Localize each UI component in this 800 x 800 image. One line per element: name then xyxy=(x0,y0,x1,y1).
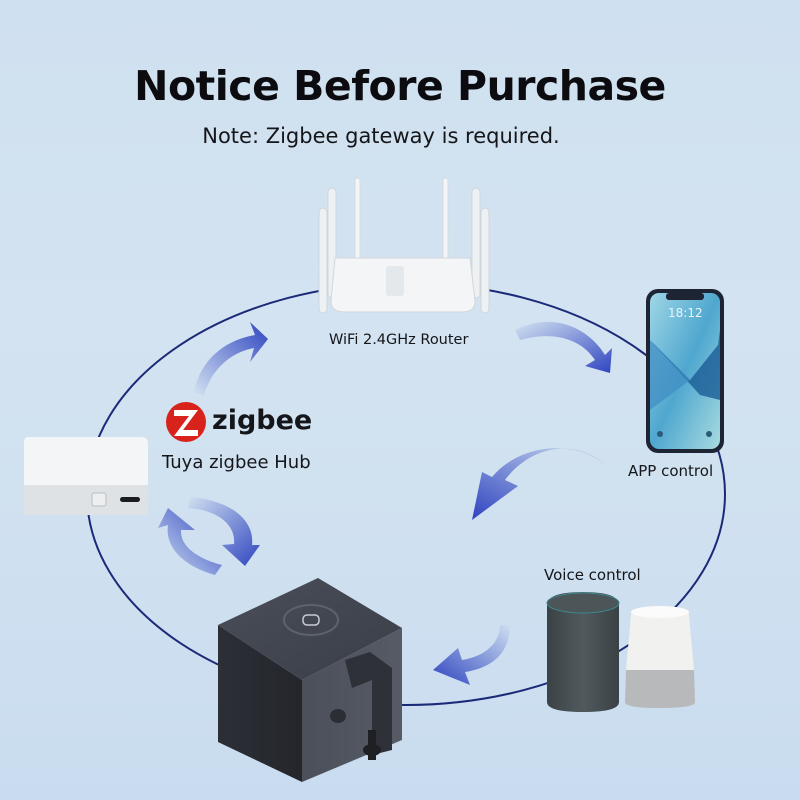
page-title: Notice Before Purchase xyxy=(134,62,666,110)
fingerbot-switch-icon xyxy=(218,578,402,782)
arrow-router-to-phone xyxy=(515,321,612,373)
app-control-label: APP control xyxy=(628,462,714,480)
zigbee-brand-text: zigbee xyxy=(212,405,313,436)
arrow-hub-to-router xyxy=(194,322,268,395)
arrow-phone-to-cube xyxy=(472,448,614,520)
voice-control-label: Voice control xyxy=(544,566,641,584)
router-label: WiFi 2.4GHz Router xyxy=(329,332,469,348)
wifi-router-icon xyxy=(318,177,490,314)
zigbee-hub-icon xyxy=(24,437,148,515)
gateway-note: Note: Zigbee gateway is required. xyxy=(202,124,560,148)
phone-clock: 18:12 xyxy=(668,306,703,320)
zigbee-logo-icon xyxy=(166,402,206,442)
arrow-cube-to-hub xyxy=(158,508,222,575)
arrow-voice-to-cube xyxy=(433,625,510,685)
smartphone-icon xyxy=(646,289,724,453)
smart-speaker-echo-icon xyxy=(546,592,620,712)
arrow-hub-to-cube xyxy=(188,497,260,566)
hub-label: Tuya zigbee Hub xyxy=(162,452,311,473)
smart-speaker-home-icon xyxy=(625,606,695,708)
